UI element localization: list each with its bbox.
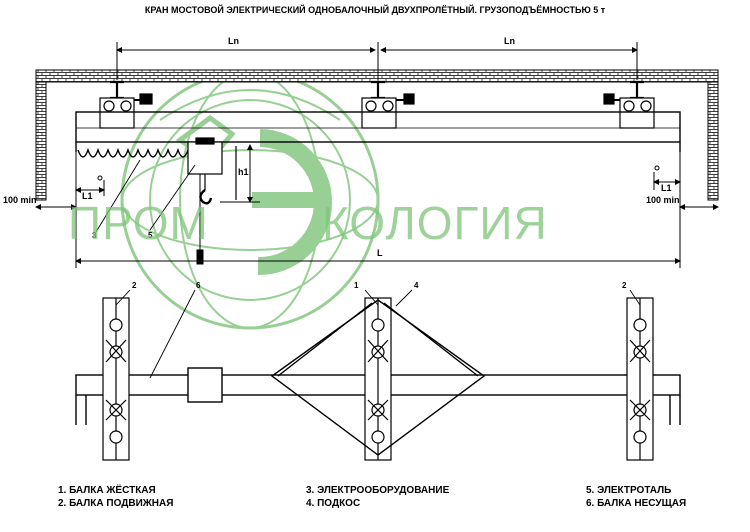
- overhang-dimensions: [75, 165, 681, 196]
- clearance-dimensions: [35, 150, 719, 268]
- legend-item-5: 5. ЭЛЕКТРОТАЛЬ: [586, 485, 672, 496]
- legend-col-1: 1. БАЛКА ЖЁСТКАЯ 2. БАЛКА ПОДВИЖНАЯ: [58, 484, 173, 510]
- legend-item-3: 3. ЭЛЕКТРООБОРУДОВАНИЕ: [306, 485, 450, 496]
- clearance-label-right: 100 min: [646, 195, 680, 205]
- legend-item-2: 2. БАЛКА ПОДВИЖНАЯ: [58, 498, 174, 509]
- legend-col-2: 3. ЭЛЕКТРООБОРУДОВАНИЕ 4. ПОДКОС: [306, 484, 449, 510]
- pendant-cable: [196, 174, 204, 265]
- electric-hoist: [187, 137, 237, 205]
- total-length-label: L: [377, 248, 383, 258]
- runway-supports: [99, 80, 655, 129]
- callout-1: 1: [354, 281, 359, 290]
- legend-item-1: 1. БАЛКА ЖЁСТКАЯ: [58, 485, 156, 496]
- end-truck-middle: [364, 297, 392, 461]
- end-truck-right: [626, 297, 654, 461]
- support-right: [603, 80, 655, 129]
- clearance-label-left: 100 min: [3, 195, 37, 205]
- legend-item-6: 6. БАЛКА НЕСУЩАЯ: [586, 498, 687, 509]
- support-left: [99, 80, 153, 129]
- top-callout-leaders: [95, 159, 196, 233]
- watermark-word-right: КОЛОГИЯ: [322, 197, 548, 249]
- overhang-label-left: L1: [82, 191, 93, 201]
- diagonal-braces: [270, 299, 486, 456]
- bottom-callout-leaders: [115, 289, 641, 379]
- span-dimension: [116, 42, 638, 80]
- callout-2-right: 2: [622, 281, 627, 290]
- legend-col-3: 5. ЭЛЕКТРОТАЛЬ 6. БАЛКА НЕСУЩАЯ: [586, 484, 686, 510]
- festoon-cable: [77, 147, 209, 158]
- hook-height-label: h1: [238, 167, 249, 177]
- callout-4: 4: [414, 281, 419, 290]
- support-middle: [361, 80, 415, 129]
- callout-2-left: 2: [132, 281, 137, 290]
- callout-3: 3: [92, 231, 97, 240]
- legend-item-4: 4. ПОДКОС: [306, 498, 361, 509]
- hook-height-dimension: [220, 144, 260, 203]
- callout-6: 6: [196, 281, 201, 290]
- building-walls: [35, 69, 719, 201]
- span-label-right: Ln: [504, 36, 515, 46]
- diagram-title: КРАН МОСТОВОЙ ЭЛЕКТРИЧЕСКИЙ ОДНОБАЛОЧНЫЙ…: [144, 5, 606, 15]
- watermark-word-left: ПРОМ: [68, 197, 209, 249]
- end-truck-left: [102, 297, 130, 461]
- overhang-label-right: L1: [661, 183, 672, 193]
- span-label-left: Ln: [228, 36, 239, 46]
- callout-5: 5: [148, 231, 153, 240]
